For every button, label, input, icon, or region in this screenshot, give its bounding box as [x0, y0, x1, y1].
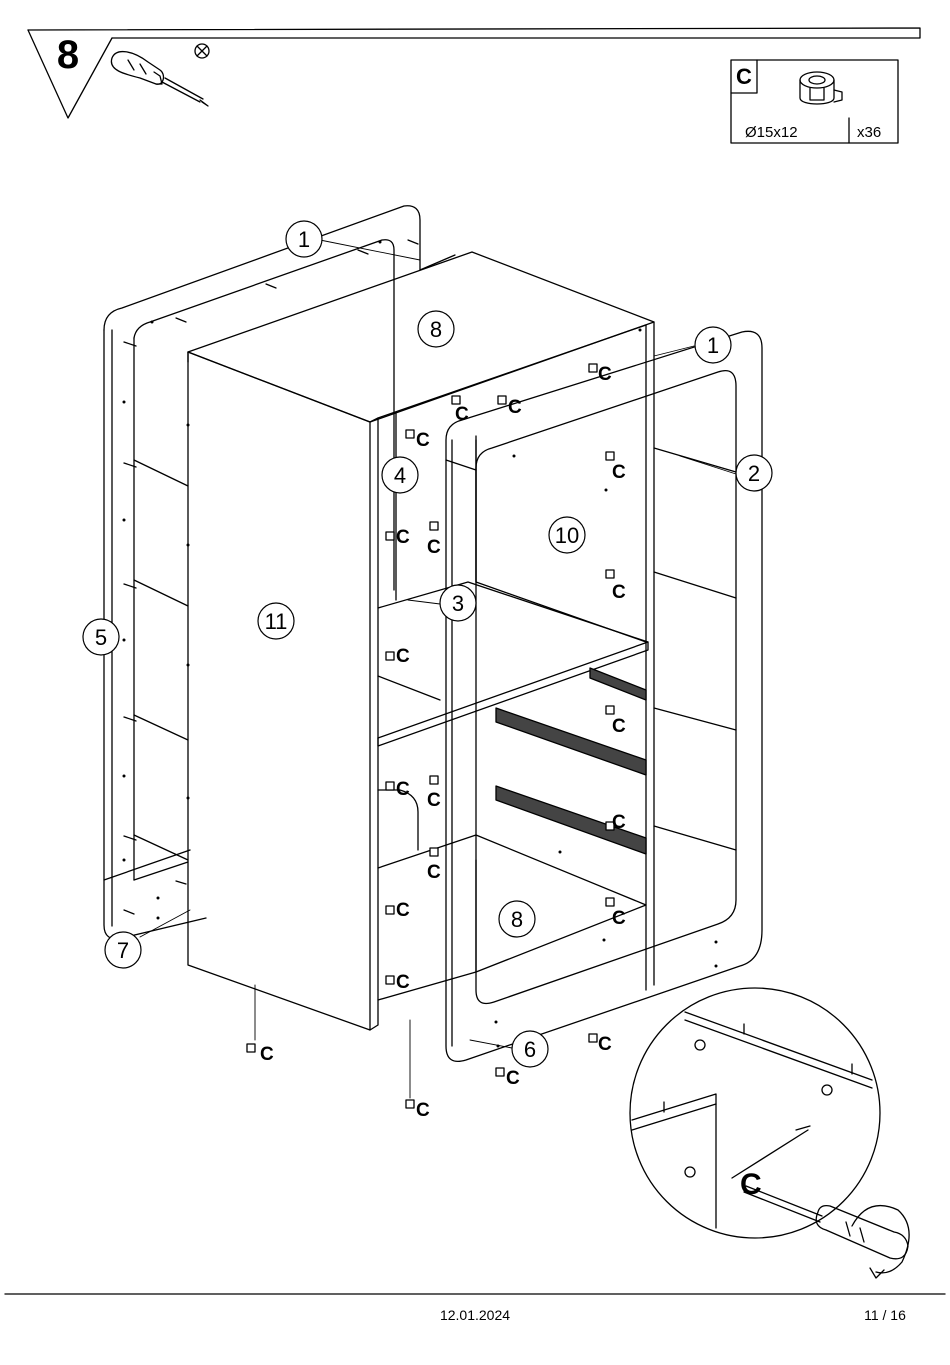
hardware-label: C — [396, 527, 410, 548]
hardware-label: C — [612, 716, 626, 737]
hardware-label: C — [396, 779, 410, 800]
callout-2: 2 — [736, 455, 772, 491]
hardware-label: C — [416, 430, 430, 451]
callout-11: 11 — [258, 603, 294, 639]
callout-label: 8 — [430, 317, 442, 342]
footer-page-number: 11 / 16 — [850, 1307, 920, 1323]
callout-7: 7 — [105, 932, 141, 968]
callout-4: 4 — [382, 457, 418, 493]
callout-1-front: 1 — [695, 327, 731, 363]
hardware-label: C — [427, 537, 441, 558]
hardware-label: C — [416, 1100, 430, 1121]
hardware-label: C — [396, 900, 410, 921]
legend-quantity: x36 — [857, 124, 881, 141]
step-number: 8 — [50, 33, 86, 78]
callout-6: 6 — [512, 1031, 548, 1067]
callout-8-top: 8 — [418, 311, 454, 347]
hardware-label: C — [427, 790, 441, 811]
callout-label: 11 — [265, 609, 288, 634]
hardware-label: C — [612, 582, 626, 603]
hardware-label: C — [612, 908, 626, 929]
hardware-label: C — [612, 462, 626, 483]
callout-label: 1 — [298, 227, 310, 252]
callout-label: 4 — [394, 463, 406, 488]
hardware-labels: C C C C C C C C C C C C C C C C C C C C … — [260, 364, 626, 1121]
callout-1-top: 1 — [286, 221, 322, 257]
hardware-label: C — [598, 1034, 612, 1055]
callout-label: 10 — [555, 523, 579, 548]
hardware-label: C — [260, 1044, 274, 1065]
callout-10: 10 — [549, 517, 585, 553]
callout-8-bottom: 8 — [499, 901, 535, 937]
callout-5: 5 — [83, 619, 119, 655]
callout-label: 1 — [707, 333, 719, 358]
hardware-label: C — [612, 812, 626, 833]
footer-date: 12.01.2024 — [420, 1307, 530, 1323]
hardware-label: C — [396, 972, 410, 993]
hardware-label: C — [396, 646, 410, 667]
hardware-label: C — [506, 1068, 520, 1089]
callout-label: 7 — [117, 938, 129, 963]
legend-size: Ø15x12 — [745, 124, 798, 141]
callout-label: 8 — [511, 907, 523, 932]
callout-3: 3 — [440, 585, 476, 621]
callout-label: 5 — [95, 625, 107, 650]
hardware-label: C — [508, 397, 522, 418]
detail-hardware-label: C — [740, 1168, 762, 1201]
hardware-label: C — [598, 364, 612, 385]
hardware-label: C — [427, 862, 441, 883]
callout-label: 2 — [748, 461, 760, 486]
legend-part-letter: C — [736, 64, 752, 90]
callout-label: 3 — [452, 591, 464, 616]
callout-label: 6 — [524, 1037, 536, 1062]
hardware-label: C — [455, 404, 469, 425]
